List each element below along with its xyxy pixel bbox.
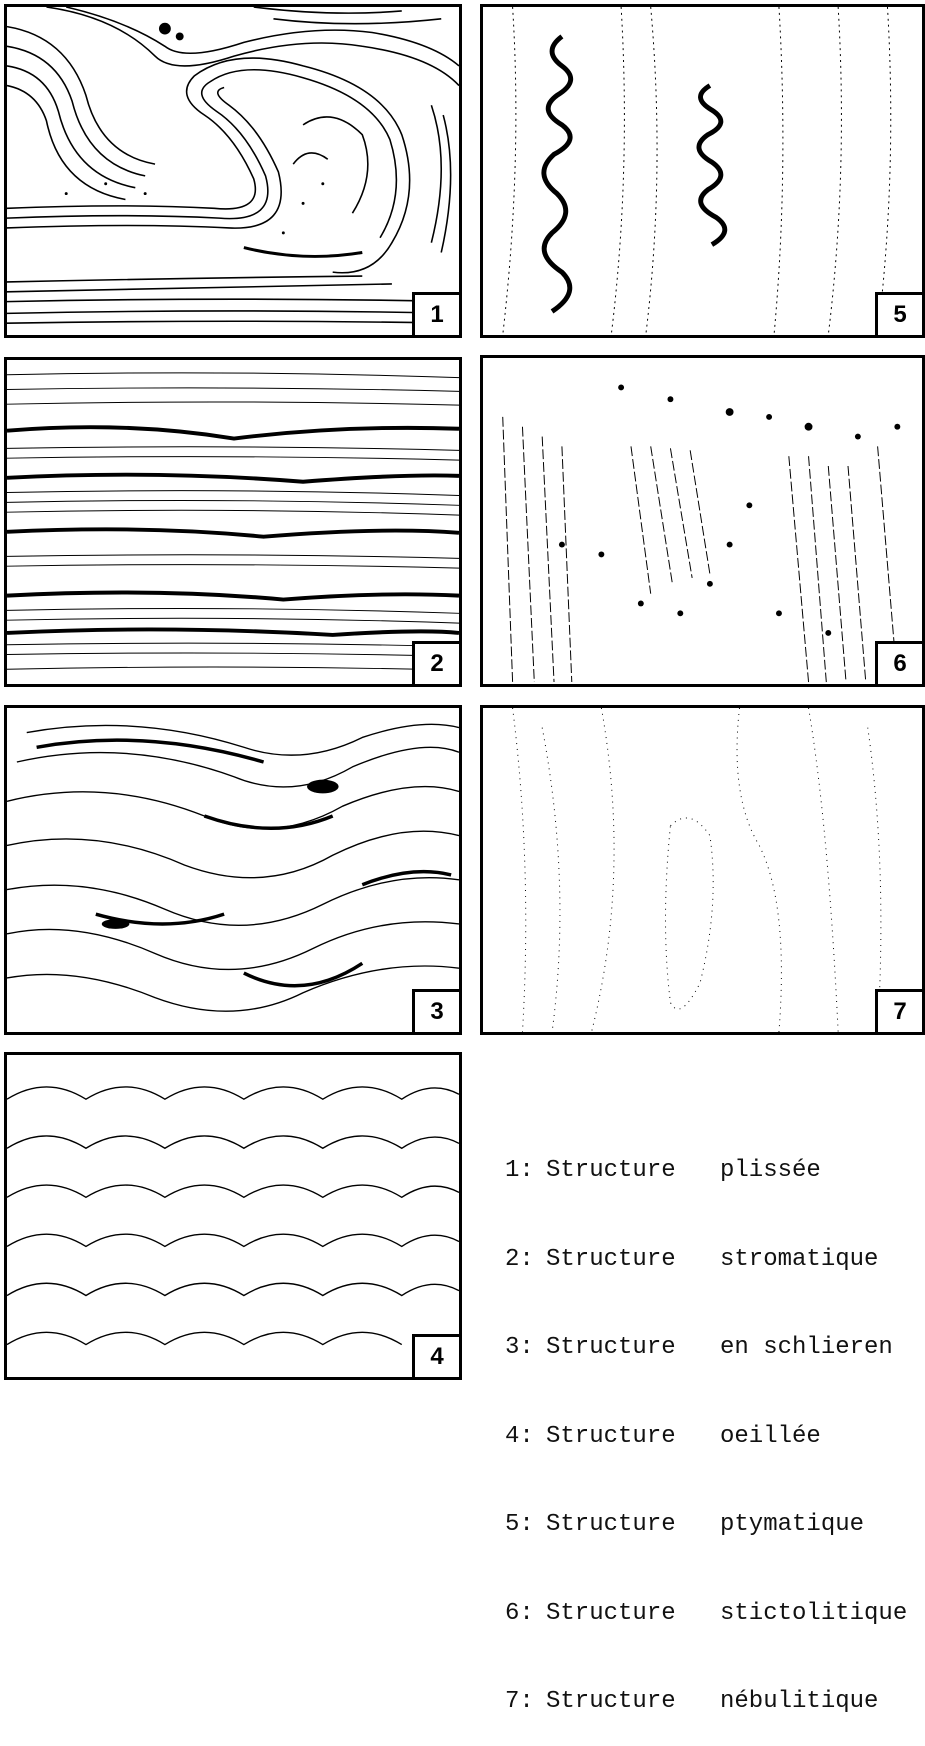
legend-name: nébulitique [720,1688,878,1715]
legend-name: ptymatique [720,1511,864,1538]
legend-number: 1: [505,1156,546,1186]
legend-number: 4: [505,1422,546,1452]
legend-number: 3: [505,1333,546,1363]
legend-word: Structure [546,1245,720,1275]
legend-word: Structure [546,1333,720,1363]
panel-5: 5 [480,4,925,338]
panel-3: 3 [4,705,462,1035]
panel-1: 1 [4,4,462,338]
panel-number-2: 2 [412,641,462,687]
stromatic-structure-drawing [7,360,459,684]
nebulitic-structure-drawing [483,708,922,1032]
legend-name: oeillée [720,1423,821,1450]
panel-number-6: 6 [875,641,925,687]
legend-word: Structure [546,1422,720,1452]
stictolithic-structure-drawing [483,358,922,684]
legend-name: plissée [720,1157,821,1184]
legend-word: Structure [546,1599,720,1629]
legend-name: stromatique [720,1246,878,1273]
legend-number: 5: [505,1510,546,1540]
panel-4: 4 [4,1052,462,1380]
legend-number: 2: [505,1245,546,1275]
panel-6: 6 [480,355,925,687]
legend-name: en schlieren [720,1334,893,1361]
legend-name: stictolitique [720,1600,907,1627]
schlieren-structure-drawing [7,708,459,1032]
legend-number: 7: [505,1687,546,1717]
legend-word: Structure [546,1510,720,1540]
legend-number: 6: [505,1599,546,1629]
folded-structure-drawing [7,7,459,335]
panel-number-7: 7 [875,989,925,1035]
panel-7: 7 [480,705,925,1035]
panel-number-5: 5 [875,292,925,338]
panel-2: 2 [4,357,462,687]
panel-number-3: 3 [412,989,462,1035]
legend-word: Structure [546,1156,720,1186]
panel-number-4: 4 [412,1334,462,1380]
legend-word: Structure [546,1687,720,1717]
panel-number-1: 1 [412,292,462,338]
augen-structure-drawing [7,1055,459,1377]
ptygmatic-structure-drawing [483,7,922,335]
